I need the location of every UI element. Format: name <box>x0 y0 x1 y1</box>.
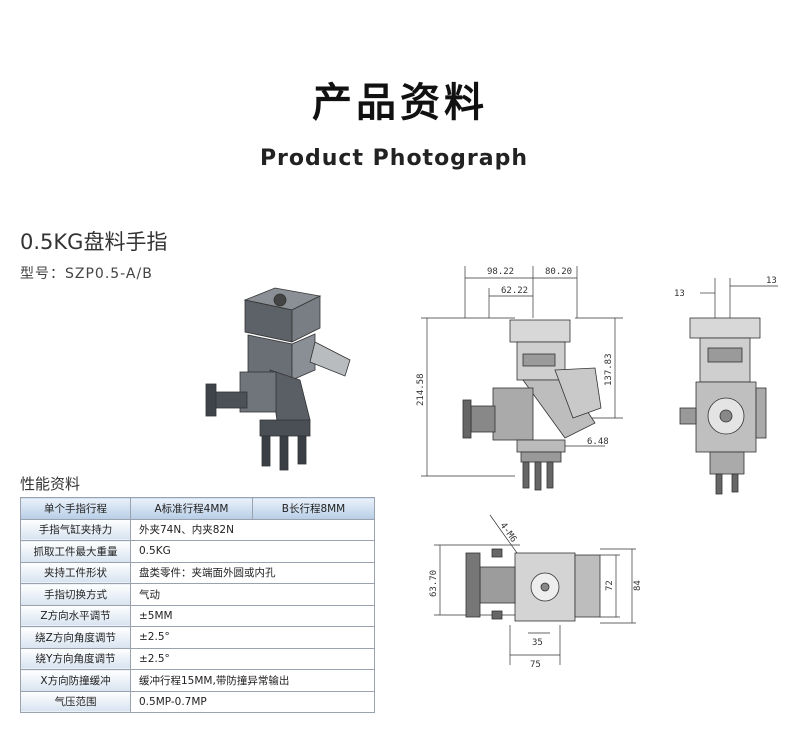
model-number: 型号：SZP0.5-A/B <box>20 266 153 282</box>
header-cell: B长行程8MM <box>252 497 375 520</box>
spec-row: X方向防撞缓冲 缓冲行程15MM,带防撞异常输出 <box>20 669 375 692</box>
spec-value: 盘类零件：夹端面外圆或内孔 <box>130 561 375 584</box>
dim-label: 75 <box>530 660 541 670</box>
dim-label: 63.70 <box>429 570 439 597</box>
page-subtitle: Product Photograph <box>259 146 529 171</box>
spec-row: 绕Z方向角度调节 ±2.5° <box>20 626 375 649</box>
page-title: 产品资料 <box>312 80 488 126</box>
header-cell: A标准行程4MM <box>130 497 253 520</box>
spec-heading: 性能资料 <box>20 475 81 493</box>
spec-header-row: 单个手指行程 A标准行程4MM B长行程8MM <box>20 497 375 520</box>
spec-label: 抓取工件最大重量 <box>20 540 131 563</box>
spec-row: 气压范围 0.5MP-0.7MP <box>20 690 375 713</box>
top-view-drawing: 4-M6 63.70 72 84 35 75 <box>429 514 643 670</box>
dim-label: 214.58 <box>416 373 426 406</box>
spec-label: 手指气缸夹持力 <box>20 518 131 541</box>
spec-label: X方向防撞缓冲 <box>20 669 131 692</box>
side-view-drawing: 13 13 <box>674 276 778 495</box>
spec-table: 单个手指行程 A标准行程4MM B长行程8MM 手指气缸夹持力 外夹74N、内夹… <box>20 497 375 713</box>
spec-value: ±5MM <box>130 604 375 627</box>
spec-label: 气压范围 <box>20 690 131 713</box>
front-view-drawing: 98.22 80.20 62.22 214.58 137.83 6.48 <box>416 266 623 491</box>
spec-label: 绕Z方向角度调节 <box>20 626 131 649</box>
spec-row: 抓取工件最大重量 0.5KG <box>20 540 375 563</box>
spec-value: 缓冲行程15MM,带防撞异常输出 <box>130 669 375 692</box>
dim-label: 6.48 <box>587 437 609 447</box>
spec-label: 绕Y方向角度调节 <box>20 647 131 670</box>
dim-label: 13 <box>766 276 777 286</box>
spec-label: Z方向水平调节 <box>20 604 131 627</box>
spec-row: Z方向水平调节 ±5MM <box>20 604 375 627</box>
dim-label: 137.83 <box>604 353 614 386</box>
spec-row: 绕Y方向角度调节 ±2.5° <box>20 647 375 670</box>
spec-value: ±2.5° <box>130 647 375 670</box>
spec-label: 手指切换方式 <box>20 583 131 606</box>
spec-row: 手指气缸夹持力 外夹74N、内夹82N <box>20 518 375 541</box>
spec-label: 夹持工件形状 <box>20 561 131 584</box>
product-name: 0.5KG盘料手指 <box>20 230 168 254</box>
dim-label: 62.22 <box>501 286 528 296</box>
spec-value: 气动 <box>130 583 375 606</box>
spec-value: 0.5MP-0.7MP <box>130 690 375 713</box>
dim-label: 84 <box>633 580 643 591</box>
spec-value: ±2.5° <box>130 626 375 649</box>
product-photo <box>205 287 351 471</box>
dim-label: 4-M6 <box>498 521 519 545</box>
dim-label: 35 <box>532 638 543 648</box>
spec-row: 夹持工件形状 盘类零件：夹端面外圆或内孔 <box>20 561 375 584</box>
header-cell: 单个手指行程 <box>20 497 131 520</box>
spec-value: 0.5KG <box>130 540 375 563</box>
dim-label: 98.22 <box>487 267 514 277</box>
dim-label: 13 <box>674 289 685 299</box>
spec-value: 外夹74N、内夹82N <box>130 518 375 541</box>
dim-label: 80.20 <box>545 267 572 277</box>
spec-row: 手指切换方式 气动 <box>20 583 375 606</box>
dim-label: 72 <box>605 580 615 591</box>
